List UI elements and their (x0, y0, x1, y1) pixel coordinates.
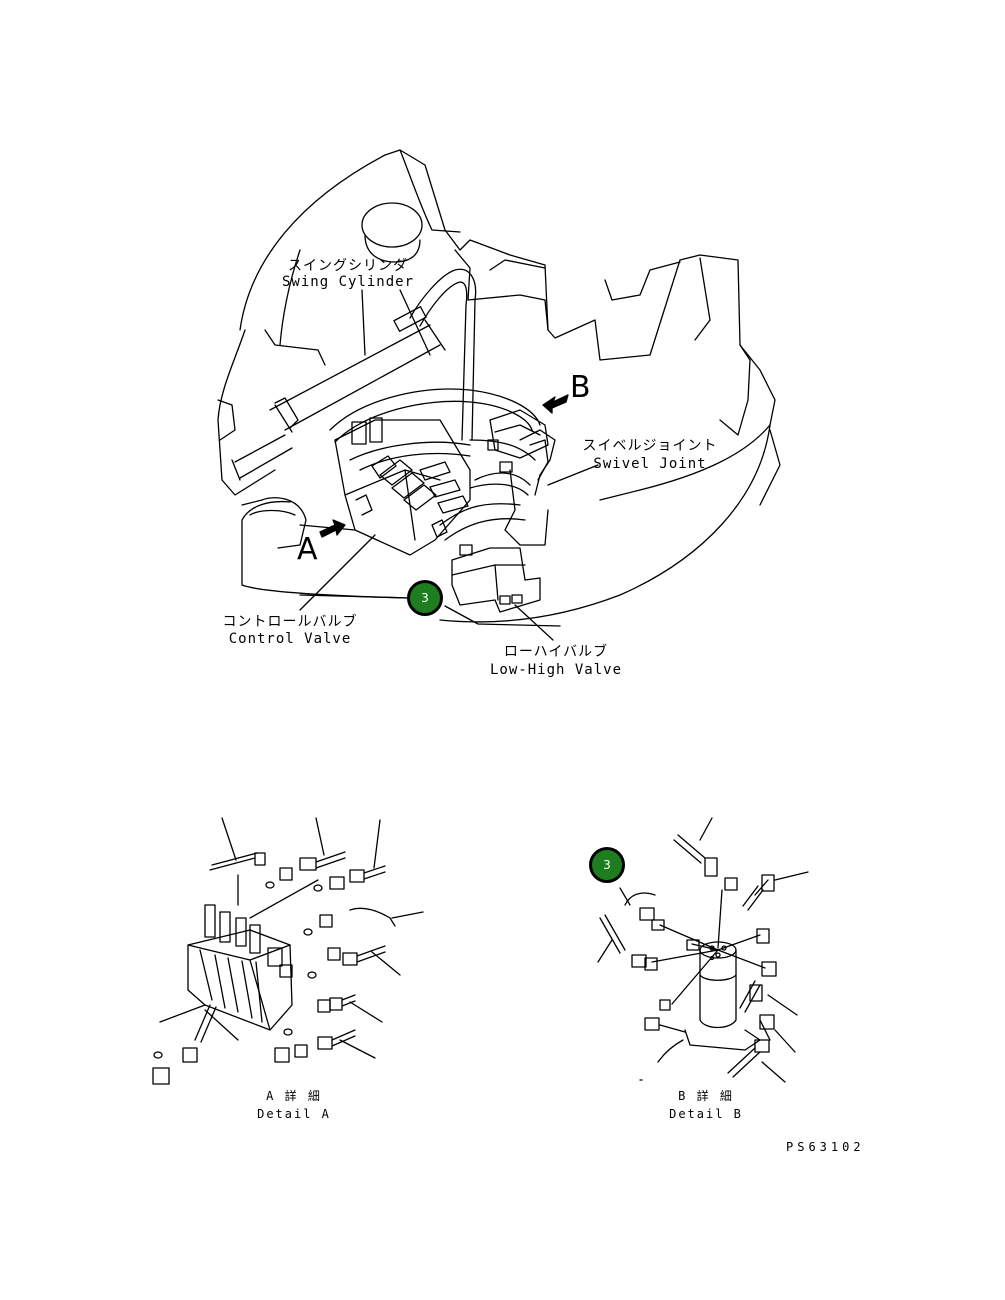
swing-cylinder-label-jp: スイングシリンダ (288, 258, 408, 274)
view-arrow-b (543, 395, 568, 413)
swing-cylinder-drawing (232, 307, 445, 480)
callout-3-detail-b[interactable]: 3 (589, 847, 625, 883)
drawing-number: PS63102 (786, 1140, 865, 1154)
low-high-valve-label-en: Low-High Valve (489, 662, 623, 678)
low-high-valve-label-jp: ローハイバルブ (503, 644, 609, 660)
view-label-a: A (297, 532, 318, 567)
control-valve-drawing (300, 418, 470, 555)
hose-routing-drawing (330, 269, 555, 540)
swivel-joint-label-jp: スイベルジョイント (582, 438, 718, 454)
detail-b-drawing (598, 818, 808, 1082)
detail-a-title-en: Detail A (257, 1107, 331, 1121)
low-high-valve-drawing (452, 545, 540, 612)
view-arrow-a (320, 520, 345, 537)
swivel-joint-drawing (488, 410, 548, 545)
swivel-joint-label-en: Swivel Joint (593, 456, 707, 472)
control-valve-label-en: Control Valve (228, 631, 352, 647)
detail-b-title-jp: B 詳 細 (678, 1089, 734, 1103)
callout-3-main[interactable]: 3 (407, 580, 443, 616)
leader-lines (300, 290, 598, 640)
swing-cylinder-label-en: Swing Cylinder (281, 274, 415, 290)
view-label-b: B (570, 370, 591, 405)
control-valve-label-jp: コントロールバルブ (222, 614, 358, 630)
detail-a-title-jp: A 詳 細 (266, 1089, 322, 1103)
detail-b-title-en: Detail B (669, 1107, 743, 1121)
machine-frame-drawing (218, 150, 780, 622)
detail-a-drawing (153, 818, 423, 1084)
